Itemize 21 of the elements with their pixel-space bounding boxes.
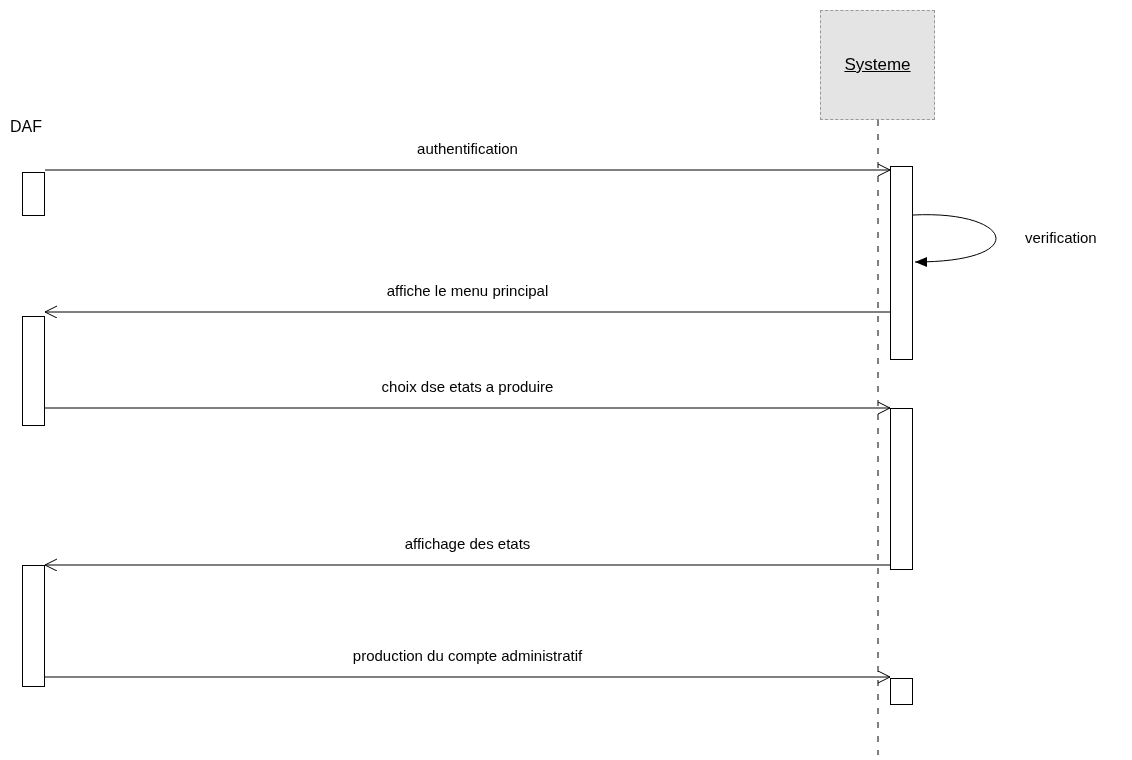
object-name: Systeme <box>844 55 911 75</box>
activation-bar <box>22 565 45 687</box>
object-box <box>820 10 935 120</box>
self-message-arrow <box>912 214 997 267</box>
activation-bar <box>22 316 45 426</box>
activation-bar <box>890 166 913 360</box>
message-arrow <box>44 163 891 177</box>
message-arrow <box>44 670 891 684</box>
message-arrow <box>44 305 891 319</box>
activation-bar <box>890 408 913 570</box>
message-label: verification <box>1025 228 1097 246</box>
message-label: choix dse etats a produire <box>381 378 554 395</box>
message-label: production du compte administratif <box>352 647 583 664</box>
activation-bar <box>890 678 913 705</box>
message-arrow <box>44 558 891 572</box>
message-label: authentification <box>417 140 518 157</box>
message-label: affiche le menu principal <box>386 282 549 299</box>
actor-name: DAF <box>10 118 42 136</box>
activation-bar <box>22 172 45 216</box>
message-label: affichage des etats <box>404 535 531 552</box>
message-arrow <box>44 401 891 415</box>
